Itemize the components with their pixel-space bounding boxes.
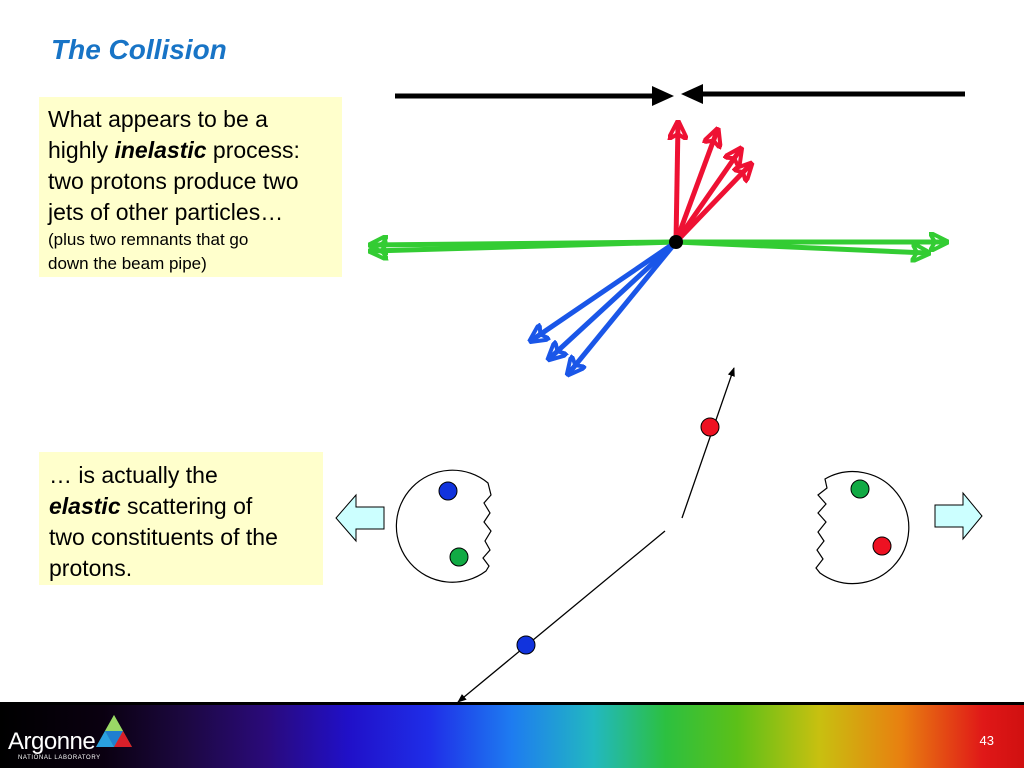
right-recoil-arrow [934,491,983,541]
note-text: scattering of [120,493,253,519]
note-text: process: [206,137,300,163]
collision-diagram [335,84,983,702]
note-line: jets of other particles… [48,199,284,225]
note-line: two protons produce two [48,168,299,194]
note-aside: (plus two remnants that go [48,230,249,249]
scattered-red-parton [700,417,720,437]
proton-parton-green [850,479,870,499]
proton-parton-green [449,547,469,567]
page-number: 43 [979,733,994,748]
blue-jet-arrows [532,239,678,373]
argonne-triangle-logo-icon [96,715,132,747]
right-proton-remnant [815,471,910,585]
incoming-proton-left-arrow [395,86,674,106]
scattered-blue-parton [516,635,536,655]
proton-parton-blue [438,481,458,501]
elastic-explanation-box: … is actually the elastic scattering of … [39,452,323,585]
emphasis-inelastic: inelastic [114,137,207,163]
note-line: What appears to be a [48,106,268,132]
note-text: highly [48,137,115,163]
footer-bar: Argonne NATIONAL LABORATORY 43 [0,702,1024,768]
note-line: protons. [49,555,133,581]
collision-vertex [669,235,683,249]
inelastic-explanation-box: What appears to be a highly inelastic pr… [39,97,342,277]
argonne-logo-subtitle: NATIONAL LABORATORY [18,755,101,761]
emphasis-elastic: elastic [49,493,121,519]
note-line: elastic scattering of [49,491,313,522]
left-proton-remnant [395,469,492,583]
outgoing-blue-parton-track [457,530,666,702]
proton-parton-red [872,536,892,556]
outgoing-red-parton-track [681,367,735,519]
incoming-proton-right-arrow [681,84,965,104]
note-line: two constituents of the [49,524,278,550]
note-line: highly inelastic process: [48,135,333,166]
note-aside: down the beam pipe) [48,254,207,273]
left-recoil-arrow [335,493,385,543]
beam-remnant-tracks [372,242,945,253]
slide-title: The Collision [51,34,227,65]
red-jet-arrows [676,124,750,244]
argonne-logo-text: Argonne [8,728,96,755]
note-line: … is actually the [49,462,218,488]
